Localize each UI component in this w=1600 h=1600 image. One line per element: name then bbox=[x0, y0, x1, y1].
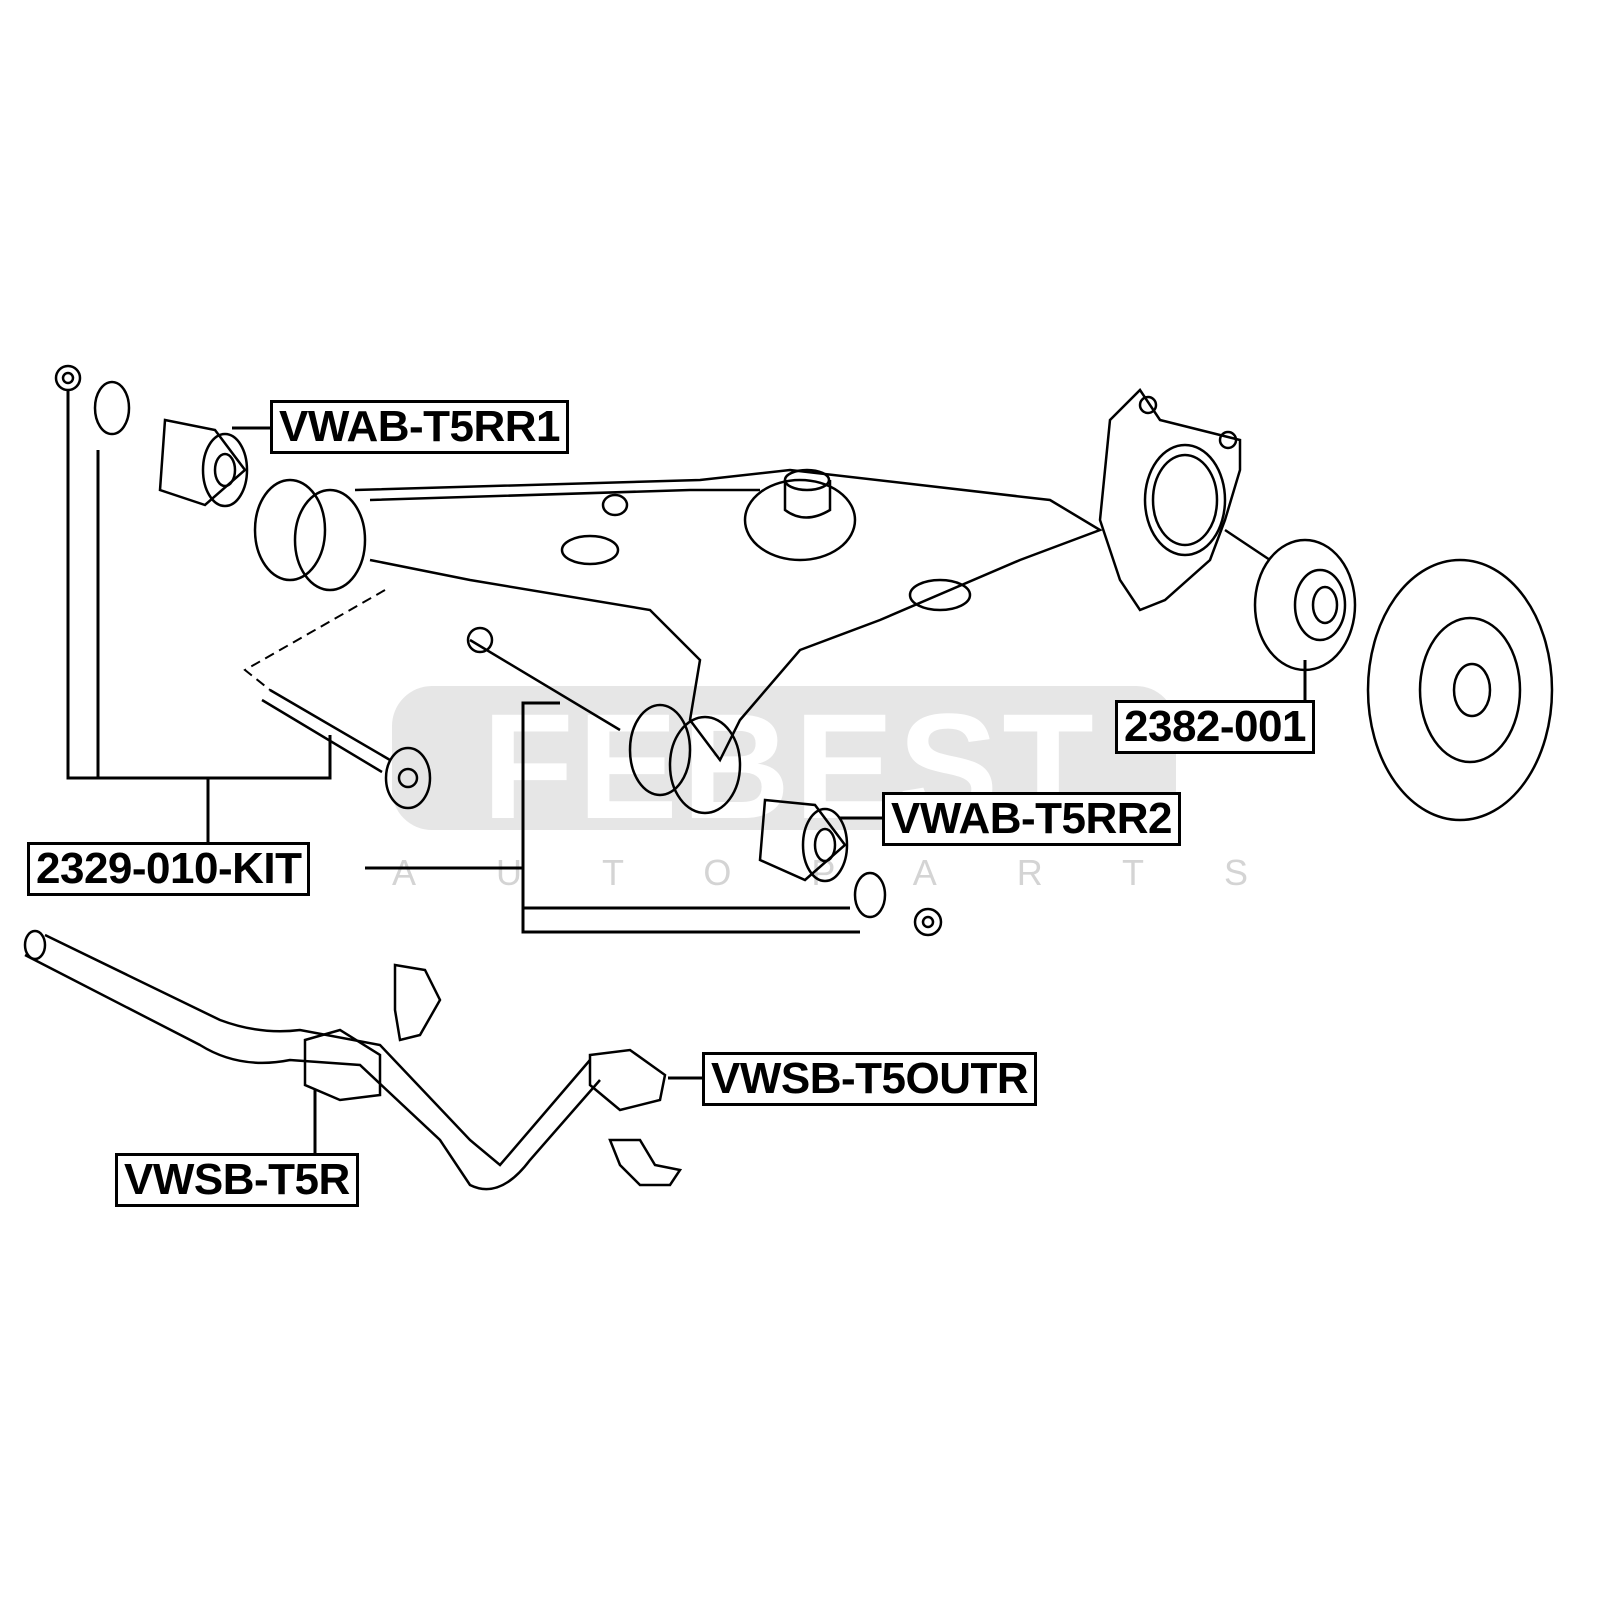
label-vwab-t5rr1: VWAB-T5RR1 bbox=[270, 400, 570, 454]
brake-disc bbox=[1366, 558, 1554, 822]
stabilizer-bar bbox=[23, 929, 683, 1191]
control-arm bbox=[253, 468, 1103, 815]
label-2382-001: 2382-001 bbox=[1115, 700, 1315, 754]
dashed-leader bbox=[243, 589, 386, 691]
bolt-left bbox=[261, 688, 432, 810]
wheel-hub bbox=[1224, 528, 1357, 672]
bushing-rr2 bbox=[758, 798, 943, 937]
label-vwsb-t5r: VWSB-T5R bbox=[115, 1153, 359, 1207]
wheel-knuckle bbox=[1098, 388, 1242, 612]
label-vwsb-t5outr: VWSB-T5OUTR bbox=[702, 1052, 1038, 1106]
leader-lines bbox=[66, 390, 1307, 1153]
bushing-rr1 bbox=[158, 418, 249, 508]
label-vwab-t5rr2: VWAB-T5RR2 bbox=[882, 792, 1182, 846]
label-2329-010-kit: 2329-010-KIT bbox=[27, 842, 311, 896]
nut-left bbox=[54, 364, 131, 436]
